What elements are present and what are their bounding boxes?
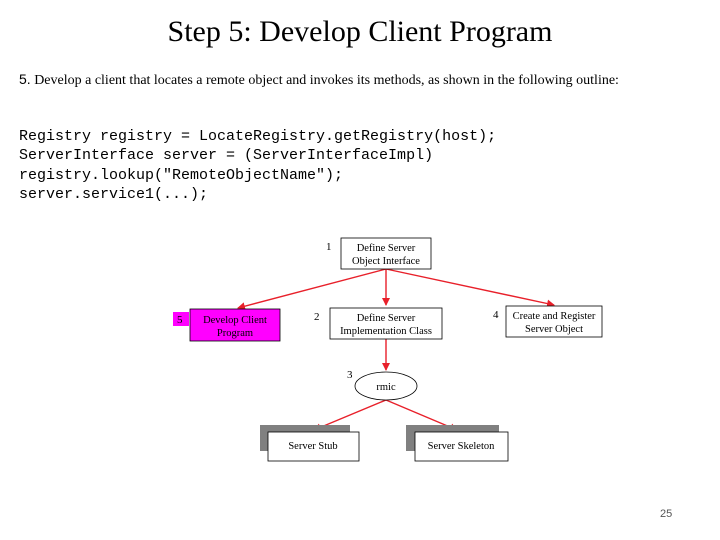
server-stub-label: Server Stub: [288, 441, 337, 452]
page-number: 25: [660, 508, 673, 520]
step-3-rmic: rmic 3: [347, 369, 418, 401]
arrow-1-to-5: [237, 268, 387, 311]
step-5-number: 5: [177, 314, 183, 326]
step-5-line1: Develop Client: [203, 315, 267, 326]
code-line: server.service1(...);: [19, 185, 209, 203]
step-1-line2: Object Interface: [352, 256, 420, 267]
code-line: registry.lookup("RemoteObjectName");: [19, 166, 344, 184]
step-4-create-register: Create and Register Server Object 4: [493, 305, 603, 338]
flow-arrows: [237, 268, 555, 431]
step-2-define-implementation: Define Server Implementation Class 2: [314, 307, 443, 340]
step-1-define-interface: Define Server Object Interface 1: [326, 237, 432, 270]
step-2-line1: Define Server: [357, 313, 416, 324]
arrow-1-to-4: [385, 268, 555, 308]
step-3-number: 3: [347, 369, 353, 381]
server-skeleton-label: Server Skeleton: [428, 441, 496, 452]
step-1-number: 1: [326, 241, 332, 253]
step-2-number: 2: [314, 311, 320, 323]
step-description-text: Develop a client that locates a remote o…: [30, 73, 619, 88]
step-description: 5. Develop a client that locates a remot…: [19, 70, 699, 90]
step-5-develop-client: 5 Develop Client Program: [173, 308, 281, 342]
step-4-line2: Server Object: [525, 324, 583, 335]
step-2-line2: Implementation Class: [340, 326, 432, 337]
step-5-line2: Program: [217, 328, 253, 339]
code-outline: Registry registry = LocateRegistry.getRe…: [19, 127, 496, 204]
step-4-number: 4: [493, 309, 499, 321]
code-line: ServerInterface server = (ServerInterfac…: [19, 147, 434, 165]
step-3-label: rmic: [376, 382, 396, 393]
server-stub: Server Stub: [260, 425, 360, 462]
code-line: Registry registry = LocateRegistry.getRe…: [19, 128, 497, 145]
step-5-number-highlight: [173, 312, 189, 326]
step-4-line1: Create and Register: [513, 311, 596, 322]
step-1-line1: Define Server: [357, 243, 416, 254]
server-skeleton: Server Skeleton: [406, 425, 509, 462]
step-description-number: 5.: [19, 71, 31, 87]
slide-title: Step 5: Develop Client Program: [167, 15, 553, 48]
